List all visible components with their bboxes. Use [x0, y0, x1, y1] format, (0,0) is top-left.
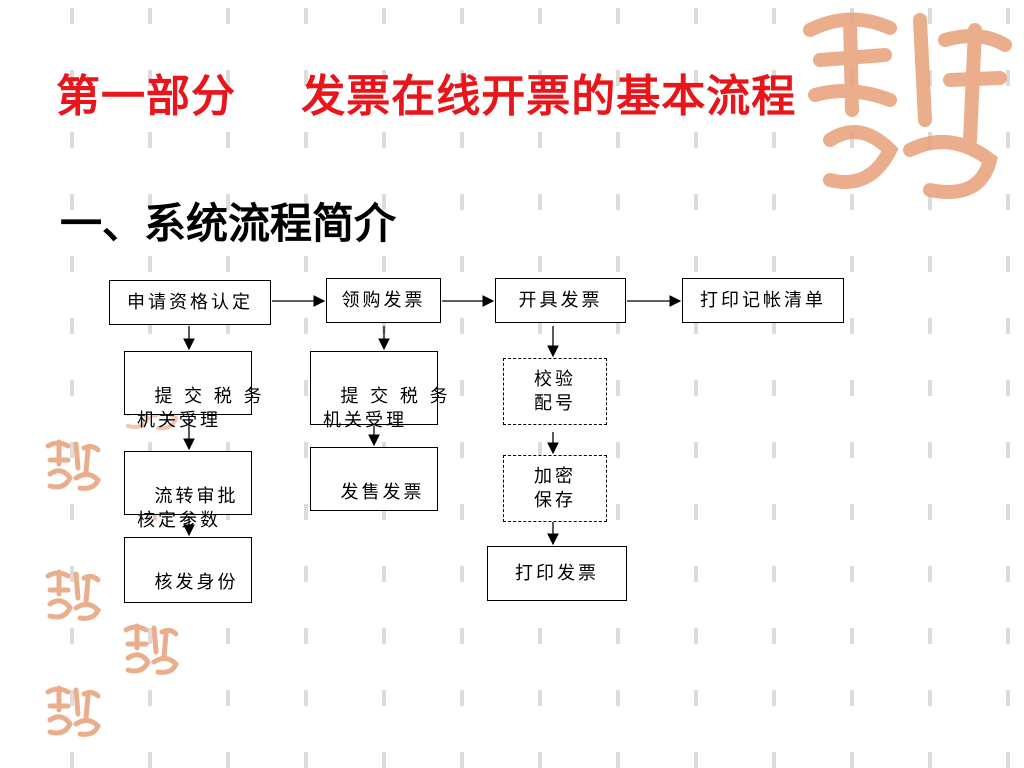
- seal-small-icon: [45, 439, 101, 491]
- node-label: 申请资格认定: [127, 291, 253, 313]
- node-label: 打印记帐清单: [700, 289, 826, 311]
- slide-title: 第一部分 发票在线开票的基本流程: [56, 71, 797, 122]
- node-label: 提 交 税 务 机关受理: [323, 386, 451, 431]
- section-heading: 一、系统流程简介: [60, 199, 397, 248]
- node-label: 核发身份: [154, 572, 239, 593]
- node-sell-invoices: 发售发票: [310, 447, 438, 511]
- seal-large-icon: [803, 12, 1012, 199]
- node-print-ledger: 打印记帐清单: [682, 278, 844, 323]
- node-print-invoice: 打印发票: [487, 546, 627, 601]
- seal-small-icon: [45, 569, 101, 621]
- node-label: 领购发票: [341, 289, 426, 311]
- seal-small-icon: [123, 623, 179, 675]
- node-label: 校验 配号: [534, 368, 576, 414]
- node-verify-number: 校验 配号: [503, 358, 607, 425]
- seal-small-icon: [45, 685, 101, 737]
- node-issue-invoice: 开具发票: [495, 278, 626, 323]
- node-submit-tax-authority: 提 交 税 务 机关受理: [124, 351, 262, 431]
- node-label: 流转审批 核定参数: [137, 486, 239, 531]
- node-label: 开具发票: [518, 289, 603, 311]
- node-label: 发售发票: [340, 482, 425, 503]
- node-issue-identity: 核发身份: [124, 537, 252, 603]
- node-label: 提 交 税 务 机关受理: [137, 386, 265, 431]
- node-encrypt-save: 加密 保存: [503, 455, 607, 522]
- node-apply-qualification: 申请资格认定: [109, 280, 271, 325]
- node-label: 加密 保存: [534, 465, 576, 511]
- node-purchase-invoices: 领购发票: [326, 278, 441, 323]
- node-submit-tax-authority-2: 提 交 税 务 机关受理: [310, 351, 448, 431]
- node-approval-parameters: 流转审批 核定参数: [124, 451, 252, 531]
- node-label: 打印发票: [515, 562, 599, 584]
